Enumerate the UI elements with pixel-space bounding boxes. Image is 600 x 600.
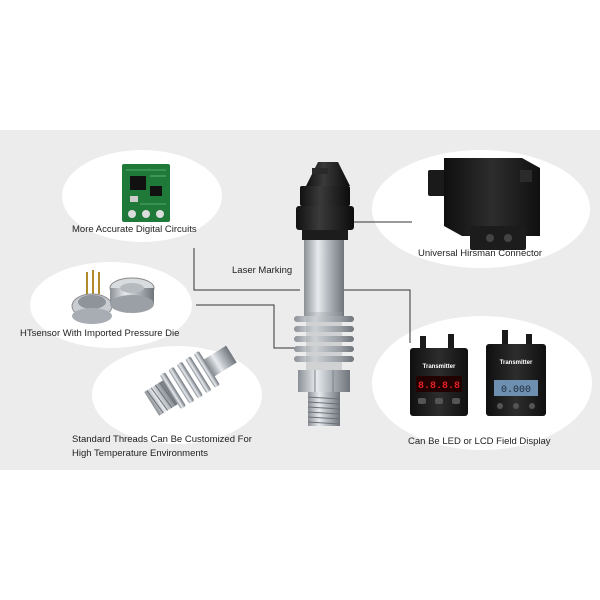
- cooling-fins: [294, 312, 354, 372]
- label-digital-circuits: More Accurate Digital Circuits: [72, 224, 197, 235]
- line-htsensor: [196, 304, 300, 349]
- label-threads-line1: Standard Threads Can Be Customized For: [72, 434, 252, 445]
- label-display: Can Be LED or LCD Field Display: [408, 436, 551, 447]
- label-htsensor: HTsensor With Imported Pressure Die: [20, 328, 180, 339]
- line-laser-marking: [193, 248, 300, 291]
- led-value-text: 8.8.8.8: [418, 381, 460, 392]
- led-display-module: [410, 334, 468, 416]
- lcd-display-module: [486, 330, 546, 416]
- lcd-value-text: 0.000: [501, 385, 531, 396]
- label-laser-marking: Laser Marking: [232, 265, 293, 276]
- pcb-board: [122, 164, 170, 222]
- lcd-brand-text: Transmitter: [500, 360, 533, 366]
- label-hirsman-connector: Universal Hirsman Connector: [418, 248, 543, 259]
- threaded-fitting: [144, 345, 237, 416]
- oval-display: [372, 316, 592, 450]
- ht-sensors: [71, 270, 155, 324]
- pressure-transmitter: [294, 162, 354, 426]
- line-display: [338, 289, 411, 343]
- label-threads-line2: High Temperature Environments: [72, 448, 209, 459]
- led-brand-text: Transmitter: [423, 364, 456, 370]
- hirsman-connector: [428, 158, 540, 250]
